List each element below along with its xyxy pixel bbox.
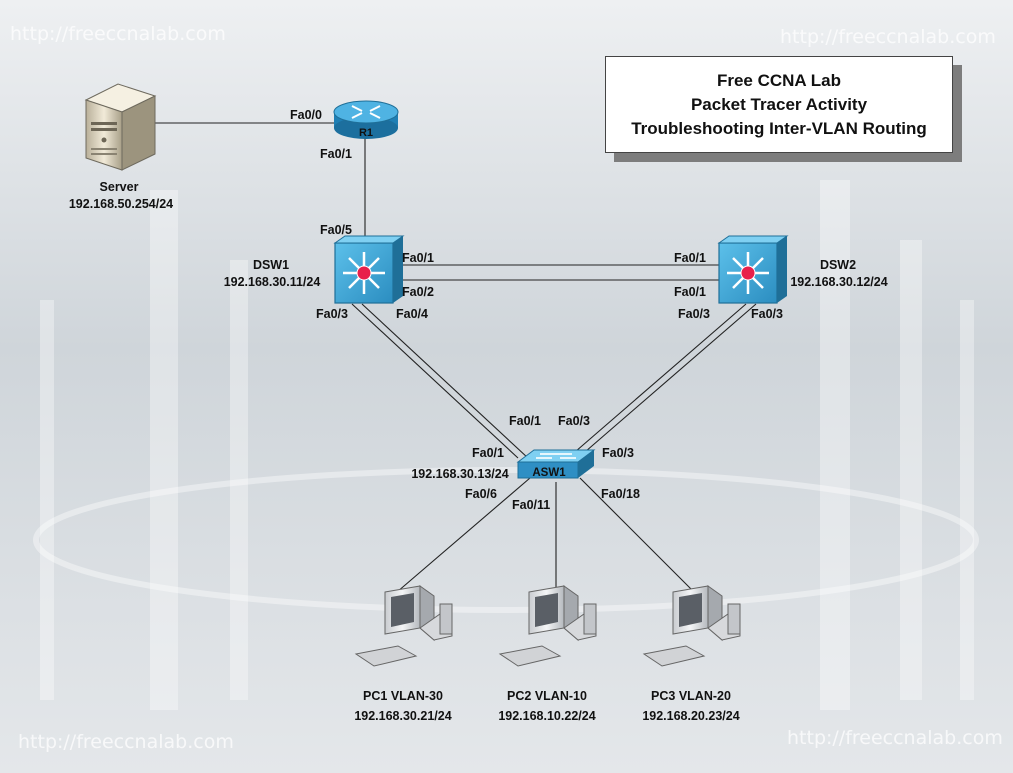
title-box: Free CCNA Lab Packet Tracer Activity Tro…: [605, 56, 953, 153]
router-icon[interactable]: [333, 100, 399, 139]
port-label-dsw1-fa05: Fa0/5: [320, 223, 352, 237]
dsw2-name: DSW2: [820, 258, 856, 272]
link-asw1-pc3: [579, 477, 701, 599]
dsw1-name: DSW1: [253, 258, 289, 272]
server-ip: 192.168.50.254/24: [69, 197, 173, 211]
port-label-asw1-fa03-a: Fa0/3: [558, 414, 590, 428]
link-dsw2-asw1-a: [567, 303, 747, 459]
dsw2-ip: 192.168.30.12/24: [790, 275, 887, 289]
watermark-bottom-right: http://freeccnalab.com: [787, 727, 1003, 749]
port-label-dsw1-fa03: Fa0/3: [316, 307, 348, 321]
asw1-ip: 192.168.30.13/24: [411, 467, 508, 481]
dsw2-switch-icon[interactable]: [717, 235, 789, 304]
dsw1-switch-icon[interactable]: [333, 235, 405, 304]
port-label-dsw2-fa01-b: Fa0/1: [674, 285, 706, 299]
title-line-1: Free CCNA Lab: [716, 70, 842, 90]
port-label-dsw1-fa02: Fa0/2: [402, 285, 434, 299]
pc3-icon[interactable]: [642, 585, 741, 667]
server-icon[interactable]: [84, 83, 157, 171]
dsw1-ip: 192.168.30.11/24: [224, 275, 321, 289]
r1-name: R1: [359, 127, 373, 139]
port-label-asw1-fa01-b: Fa0/1: [472, 446, 504, 460]
title-line-2: Packet Tracer Activity: [690, 94, 868, 114]
port-label-asw1-fa018: Fa0/18: [601, 487, 640, 501]
pc1-icon[interactable]: [354, 585, 453, 667]
port-label-dsw1-fa01: Fa0/1: [402, 251, 434, 265]
port-label-asw1-fa011: Fa0/11: [512, 498, 550, 512]
title-line-3: Troubleshooting Inter-VLAN Routing: [631, 118, 927, 138]
link-asw1-pc1: [389, 477, 531, 599]
background-decoration: [40, 180, 974, 710]
pc3-name: PC3 VLAN-20: [651, 689, 731, 703]
pc2-ip: 192.168.10.22/24: [498, 709, 595, 723]
pc1-ip: 192.168.30.21/24: [354, 709, 451, 723]
watermark-top-left: http://freeccnalab.com: [10, 23, 226, 45]
pc2-icon[interactable]: [498, 585, 597, 667]
port-label-dsw2-fa01-a: Fa0/1: [674, 251, 706, 265]
port-label-asw1-fa03-b: Fa0/3: [602, 446, 634, 460]
port-label-asw1-fa01-a: Fa0/1: [509, 414, 541, 428]
port-label-r1-fa00: Fa0/0: [290, 108, 322, 122]
asw1-name: ASW1: [532, 467, 566, 479]
port-label-asw1-fa06: Fa0/6: [465, 487, 497, 501]
asw1-switch-icon[interactable]: [516, 449, 596, 479]
port-label-dsw2-fa03-b: Fa0/3: [751, 307, 783, 321]
watermark-bottom-left: http://freeccnalab.com: [18, 731, 234, 753]
port-label-dsw1-fa04: Fa0/4: [396, 307, 428, 321]
link-dsw1-asw1-b: [361, 303, 529, 459]
pc1-name: PC1 VLAN-30: [363, 689, 443, 703]
links: [155, 122, 757, 599]
background-ring: [33, 467, 979, 613]
pc3-ip: 192.168.20.23/24: [642, 709, 739, 723]
port-label-r1-fa01: Fa0/1: [320, 147, 352, 161]
pc2-name: PC2 VLAN-10: [507, 689, 587, 703]
link-dsw1-asw1-a: [351, 303, 519, 459]
server-name: Server: [100, 180, 139, 194]
link-dsw2-asw1-b: [577, 303, 757, 459]
port-label-dsw2-fa03-a: Fa0/3: [678, 307, 710, 321]
watermark-top-right: http://freeccnalab.com: [780, 26, 996, 48]
